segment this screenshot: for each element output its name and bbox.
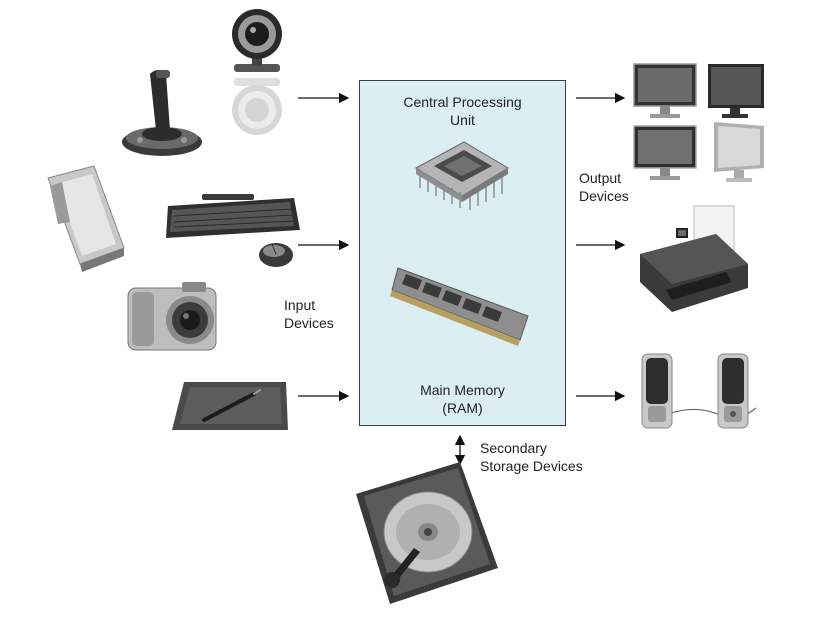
camera-icon [127,282,217,351]
main-memory-label: Main Memory (RAM) [420,382,505,416]
webcam-icon [232,9,282,135]
hard-drive-icon [356,462,498,604]
monitor-icon [633,63,764,182]
output-devices-label: Output Devices [579,170,629,204]
speakers-icon [641,353,757,429]
ram-module-icon [390,267,529,346]
joystick-icon [122,70,202,156]
drawing-tablet-icon [172,382,288,430]
mouse-icon [259,243,293,267]
scanner-icon [47,165,125,272]
computer-box [359,80,566,426]
cpu-chip-icon [414,141,509,210]
keyboard-icon [166,194,300,238]
cpu-label: Central Processing Unit [403,94,522,128]
printer-icon [640,205,748,312]
input-devices-label: Input Devices [284,297,334,331]
secondary-storage-label: Secondary Storage Devices [480,440,583,474]
